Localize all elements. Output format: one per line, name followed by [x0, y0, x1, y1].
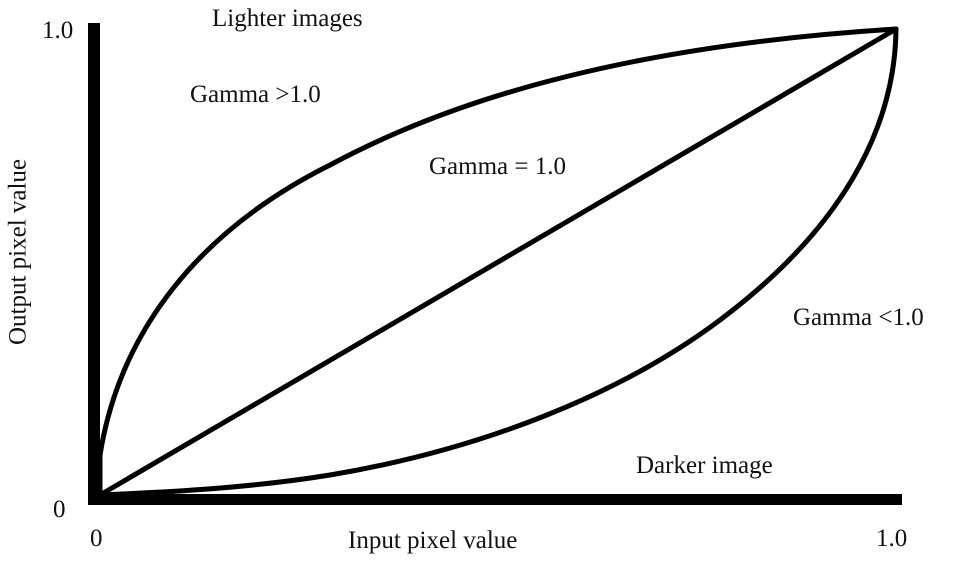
gamma-eq-line [97, 26, 899, 498]
gamma-lt-curve [97, 26, 899, 498]
gamma-gt-curve [97, 26, 899, 498]
y-axis [88, 23, 100, 505]
x-axis-label: Input pixel value [348, 527, 518, 554]
x-tick-min: 0 [90, 525, 103, 552]
annotation-darker-image: Darker image [636, 452, 773, 479]
x-tick-max: 1.0 [876, 525, 908, 552]
annotation-gamma-lt: Gamma <1.0 [793, 304, 924, 331]
x-axis [88, 494, 902, 505]
annotation-gamma-gt: Gamma >1.0 [190, 81, 321, 108]
annotation-lighter-images: Lighter images [212, 5, 363, 32]
y-tick-max: 1.0 [42, 17, 74, 44]
annotation-gamma-eq: Gamma = 1.0 [429, 153, 566, 180]
y-tick-min: 0 [53, 496, 66, 523]
y-axis-label: Output pixel value [4, 158, 32, 346]
